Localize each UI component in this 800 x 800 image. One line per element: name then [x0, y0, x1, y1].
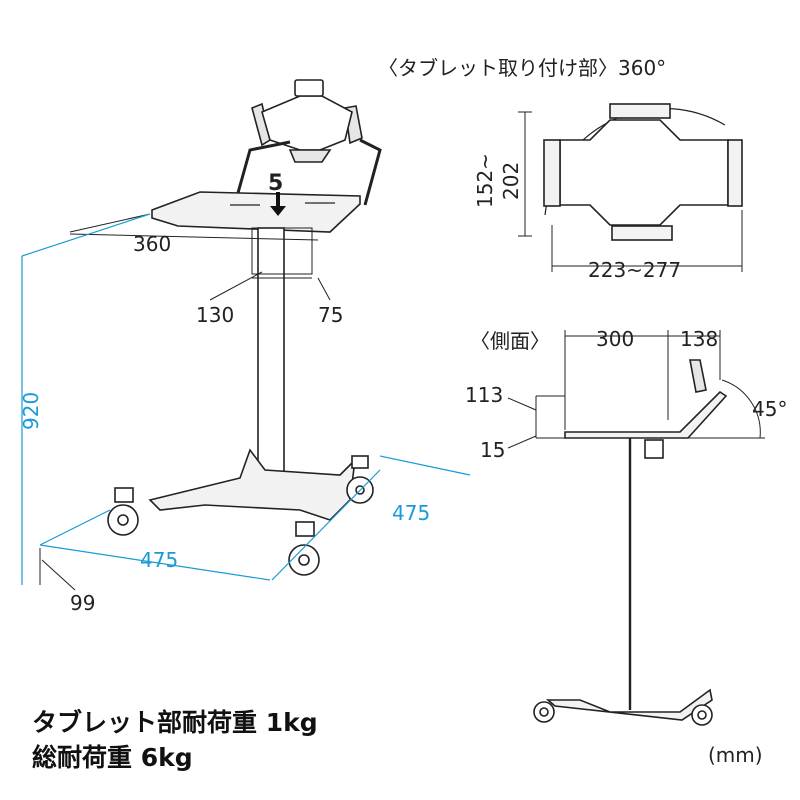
dim-column-depth: 75 [318, 303, 343, 327]
dim-side-tray-depth: 300 [596, 327, 634, 351]
dim-tray-width: 360 [133, 232, 171, 256]
perspective-tablet-clamp [251, 79, 363, 163]
tablet-section-title: 〈タブレット取り付け部〉360° [378, 56, 666, 80]
caster-height-marker [39, 548, 76, 591]
dim-caster-height: 99 [70, 591, 95, 615]
dim-tablet-height-a: 152~ [473, 153, 497, 208]
dim-side-lip: 113 [465, 383, 503, 407]
dim-column-width: 130 [196, 303, 234, 327]
dim-height: 920 [19, 392, 43, 430]
dim-side-holder: 138 [680, 327, 718, 351]
dim-base-side: 475 [392, 501, 430, 525]
perspective-column [257, 227, 285, 499]
dim-tablet-height: 152~ [473, 153, 497, 208]
dim-tablet-width: 223~277 [588, 258, 681, 282]
tablet-holder-front-view [543, 103, 743, 241]
dim-base-front: 475 [140, 548, 178, 572]
perspective-blue-dims [21, 213, 471, 585]
side-view [533, 359, 728, 726]
tray-slope-arrow [270, 192, 286, 216]
side-view-dim-lines [507, 330, 765, 449]
unit-label: (mm) [708, 743, 763, 767]
load-total-text: 総耐荷重 6kg [32, 743, 193, 772]
side-section-title: 〈側面〉 [470, 329, 550, 353]
dim-side-thickness: 15 [480, 438, 505, 462]
perspective-holder-arm [234, 138, 382, 206]
dim-side-angle: 45° [752, 397, 787, 421]
perspective-dimension-lines [69, 213, 331, 301]
tablet-holder-dim-lines [518, 111, 743, 272]
load-tablet-text: タブレット部耐荷重 1kg [32, 708, 318, 737]
perspective-tray [151, 191, 361, 233]
dim-tray-slope: 5 [268, 171, 283, 196]
cart-perspective-view [107, 79, 382, 576]
perspective-base [148, 448, 357, 521]
dim-tablet-height-b: 202 [499, 162, 523, 200]
